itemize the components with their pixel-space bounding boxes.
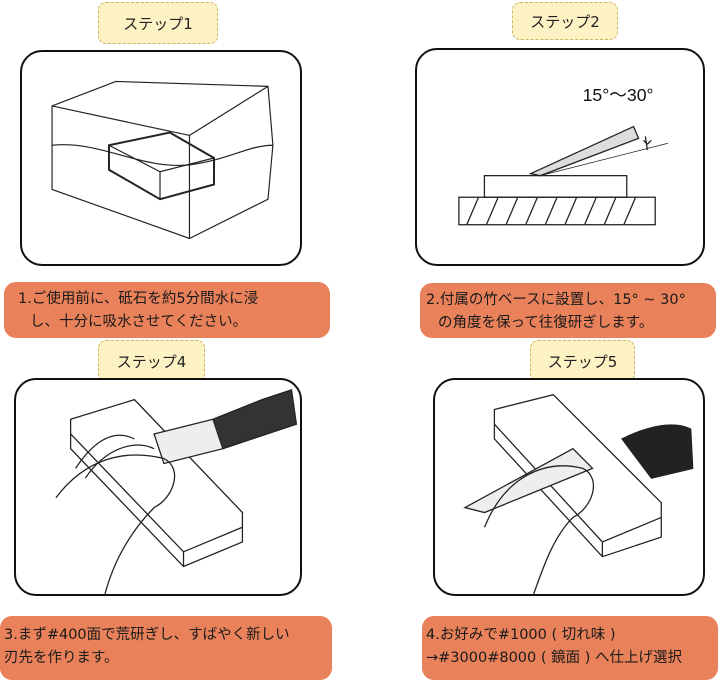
hand-finishing-icon [463,394,694,594]
step2-line2: の角度を保って往復研ぎします。 [438,315,654,331]
step4-line1: 4.お好みで#1000 ( 切れ味 ) [426,627,616,643]
step5-illustration [433,378,705,596]
hand-sharpening-icon [55,388,298,594]
step1-instruction: 1.ご使用前に、砥石を約5分間水に浸 し、十分に吸水させてください。 [4,282,330,338]
step5-label: ステップ5 [530,340,635,382]
angle-label: 15°～30° [583,85,654,105]
step2-illustration: 15°～30° [415,48,705,266]
soaking-stone-icon [51,80,274,240]
step4-illustration [14,378,302,596]
step1-illustration [20,50,302,266]
step3-line1: 3.まず#400面で荒研ぎし、すばやく新しい [4,627,290,643]
step4-line2: →#3000#8000 ( 鏡面 ) へ仕上げ選択 [426,650,683,666]
step2-instruction: 2.付属の竹ベースに設置し、15° ~ 30° の角度を保って往復研ぎします。 [420,283,716,338]
step1-line1: 1.ご使用前に、砥石を約5分間水に浸 [18,291,259,307]
step1-label: ステップ1 [98,2,218,44]
step3-line2: 刃先を作ります。 [4,650,119,666]
step2-line1: 2.付属の竹ベースに設置し、15° ~ 30° [426,292,686,308]
step2-label: ステップ2 [512,2,618,40]
step3-instruction: 3.まず#400面で荒研ぎし、すばやく新しい 刃先を作ります。 [0,616,332,680]
step1-line2: し、十分に吸水させてください。 [30,314,248,330]
step4-instruction: 4.お好みで#1000 ( 切れ味 ) →#3000#8000 ( 鏡面 ) へ… [422,616,718,680]
step4-label: ステップ4 [98,340,205,382]
sharpening-angle-icon: 15°～30° [458,85,669,226]
